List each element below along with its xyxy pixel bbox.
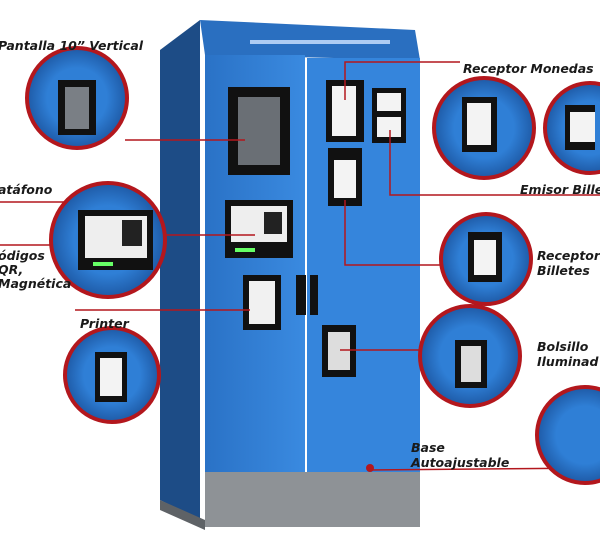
label-pantalla: Pantalla 10” Vertical (0, 38, 144, 53)
label-datafono: atáfono (0, 182, 53, 197)
door-handle (296, 275, 306, 315)
label-receptor-billetes-line1: Receptor (537, 248, 600, 263)
label-printer: Printer (80, 316, 130, 331)
label-emisor-billetes: Emisor Billet (520, 182, 600, 197)
label-codigos-line2: QR, (0, 262, 23, 277)
label-codigos-line3: Magnética (0, 276, 71, 291)
label-bolsillo-line1: Bolsillo (537, 339, 589, 354)
zoom-circle-base (535, 385, 600, 485)
kiosk-cabinet (160, 20, 420, 530)
label-receptor-monedas: Receptor Monedas (463, 61, 594, 76)
callout-lines (0, 61, 600, 471)
label-base-line2: Autoajustable (410, 455, 509, 470)
top-light (250, 40, 390, 44)
label-codigos-line1: ódigos (0, 248, 45, 263)
label-bolsillo-line2: Iluminad (537, 354, 599, 369)
cabinet-base (205, 472, 420, 527)
label-base-line1: Base (411, 440, 445, 455)
circle-details (58, 80, 595, 402)
cabinet-side (160, 20, 200, 520)
label-receptor-billetes-line2: Billetes (537, 263, 590, 278)
